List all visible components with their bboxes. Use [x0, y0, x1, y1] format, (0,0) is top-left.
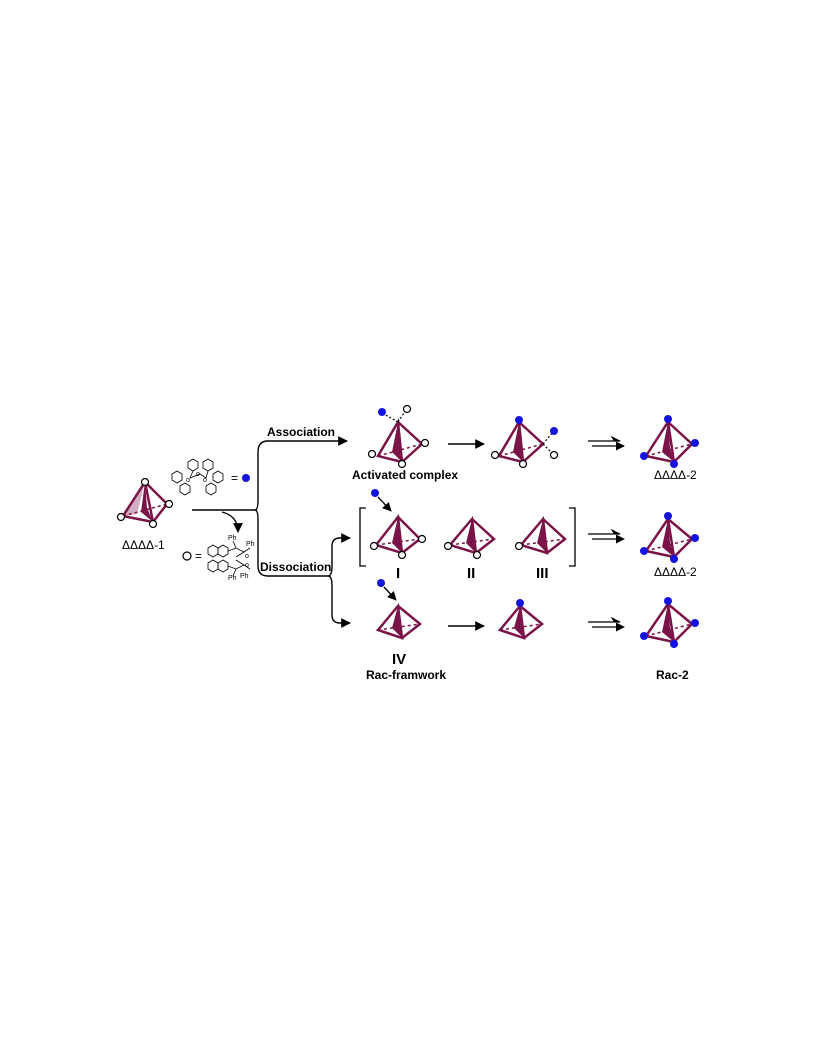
- product-dissoc-label: ΔΔΔΔ-2: [654, 565, 697, 579]
- open-ligand-icon: [518, 459, 528, 469]
- svg-text:o: o: [203, 477, 207, 484]
- open-ligand-icon: [420, 438, 430, 448]
- blue-ligand-icon: [515, 416, 523, 424]
- blue-ligand-icon: [670, 640, 678, 648]
- cage-activated-complex: [367, 404, 430, 469]
- blue-ligand-icon: [242, 474, 250, 482]
- product-assoc-label: ΔΔΔΔ-2: [654, 468, 697, 482]
- cage-I: [369, 513, 427, 560]
- blue-ligand-icon: [640, 632, 648, 640]
- cage-intermediate-assoc: [490, 416, 559, 469]
- association-arrow: [254, 436, 348, 511]
- attack-arrow: [377, 496, 392, 512]
- svg-text:o: o: [196, 471, 200, 478]
- cage-product-rac: [640, 597, 699, 648]
- multi-step-arrow: [588, 435, 625, 451]
- cage-III: [514, 515, 567, 555]
- cage-start: [116, 477, 174, 529]
- cage-product-dissoc: [640, 512, 699, 563]
- open-ligand-icon: [417, 534, 427, 544]
- open-ligand-icon: [402, 404, 412, 414]
- blue-ligand-icon: [664, 512, 672, 520]
- dissociation-arrow-upper: [327, 533, 351, 577]
- roman-III: III: [536, 565, 549, 582]
- open-ligand-icon: [397, 550, 407, 560]
- ph-label: Ph: [246, 541, 255, 548]
- blue-ligand-icon: [691, 534, 699, 542]
- open-ligand-icon: [367, 449, 377, 459]
- open-ligand-icon: [472, 550, 482, 560]
- association-label: Association: [267, 425, 335, 439]
- equals-open: =: [195, 549, 202, 563]
- open-ligand-icon: [397, 459, 407, 469]
- rac-framework-label: Rac-framwork: [366, 668, 446, 682]
- open-ligand-icon: [164, 499, 174, 509]
- blue-ligand-icon: [640, 547, 648, 555]
- cage-IV: [375, 602, 423, 640]
- open-ligand-icon: [490, 450, 500, 460]
- blue-ligand-icon: [550, 427, 558, 435]
- blue-ligand-icon: [378, 408, 386, 416]
- binap-structure: [207, 540, 251, 577]
- dissociation-label: Dissociation: [260, 560, 331, 574]
- multi-step-arrow: [588, 528, 625, 544]
- ph-label: Ph: [228, 535, 237, 542]
- multi-step-arrow: [588, 616, 625, 632]
- cage-intermediate-rac: [497, 599, 545, 640]
- blue-ligand-icon: [670, 460, 678, 468]
- blue-ligand-icon: [377, 579, 385, 587]
- blue-ligand-icon: [516, 599, 524, 607]
- attack-arrow: [383, 586, 397, 601]
- left-bracket: [359, 507, 366, 567]
- open-ligand-icon: [443, 541, 453, 551]
- ph-label: Ph: [240, 573, 249, 580]
- blue-ligand-icon: [664, 597, 672, 605]
- roman-IV: IV: [392, 651, 406, 668]
- open-ligand-icon: [148, 519, 158, 529]
- byproduct-arrow: [221, 511, 243, 533]
- blue-ligand-icon: [670, 555, 678, 563]
- svg-text:o: o: [245, 553, 249, 560]
- dissociation-arrow-lower: [327, 575, 351, 628]
- right-bracket: [569, 507, 576, 567]
- dissociation-line: [254, 509, 328, 577]
- blue-ligand-icon: [664, 415, 672, 423]
- activated-complex-label: Activated complex: [352, 468, 458, 482]
- open-ligand-icon: [549, 450, 559, 460]
- open-ligand-icon: [182, 551, 192, 561]
- blue-ligand-icon: [371, 489, 379, 497]
- rac-product-label: Rac-2: [656, 668, 689, 682]
- blue-ligand-icon: [640, 452, 648, 460]
- blue-ligand-icon: [691, 619, 699, 627]
- roman-II: II: [467, 565, 475, 582]
- open-ligand-icon: [369, 541, 379, 551]
- cage-II: [443, 515, 496, 560]
- ph-label: Ph: [228, 575, 237, 582]
- svg-text:o: o: [186, 477, 190, 484]
- open-ligand-icon: [140, 477, 150, 487]
- blue-ligand-icon: [691, 439, 699, 447]
- anhydride-structure: [171, 458, 224, 496]
- svg-text:o: o: [245, 562, 249, 569]
- start-label: ΔΔΔΔ-1: [122, 538, 165, 552]
- open-ligand-icon: [514, 541, 524, 551]
- equals-blue: =: [231, 471, 238, 485]
- roman-I: I: [396, 565, 400, 582]
- cage-product-assoc: [640, 415, 699, 468]
- open-ligand-icon: [116, 512, 126, 522]
